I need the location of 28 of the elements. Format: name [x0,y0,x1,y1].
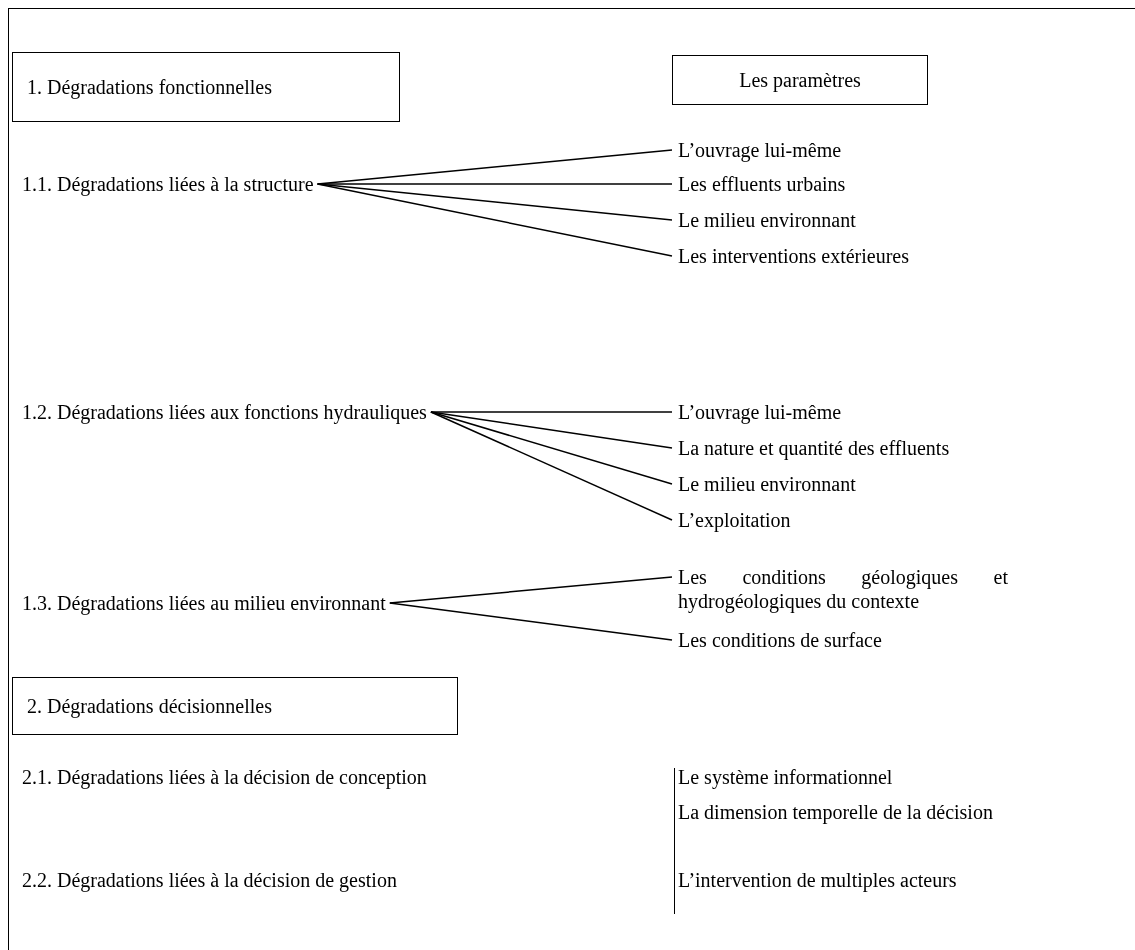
node-text: Les conditions géologiques et hydrogéologiques du contexte [678,565,1008,613]
connector-line [316,183,673,221]
label-text: L’intervention de multiples acteurs [678,868,957,892]
node-text: 1.1. Dégradations liées à la structure [22,172,314,196]
heading-box: 1. Dégradations fonctionnelles [12,52,400,122]
node-text: 1.2. Dégradations liées aux fonctions hydrauliques [22,400,427,424]
connector-line [430,411,673,413]
connector-line [430,411,673,449]
label-text: Le système informationnel [678,765,893,789]
node-text: Les conditions de surface [678,628,882,652]
node-text: L’ouvrage lui-même [678,400,842,424]
label-text: 2.1. Dégradations liées à la décision de conception [22,765,427,789]
node-text: Les interventions extérieures [678,244,910,268]
node-text: Les effluents urbains [678,172,846,196]
heading-box: Les paramètres [672,55,928,105]
connector-line [389,602,673,641]
node-text: Le milieu environnant [678,472,856,496]
heading-box: 2. Dégradations décisionnelles [12,677,458,735]
node-text: 1.3. Dégradations liées au milieu environnant [22,591,386,615]
connector-line [316,183,673,257]
label-text: 2.2. Dégradations liées à la décision de gestion [22,868,397,892]
label-text: La dimension temporelle de la décision [678,800,994,824]
node-text: L’exploitation [678,508,791,532]
connector-line [430,411,673,521]
connector-line [389,576,673,604]
node-text: La nature et quantité des effluents [678,436,950,460]
node-text: L’ouvrage lui-même [678,138,842,162]
node-text: Le milieu environnant [678,208,856,232]
